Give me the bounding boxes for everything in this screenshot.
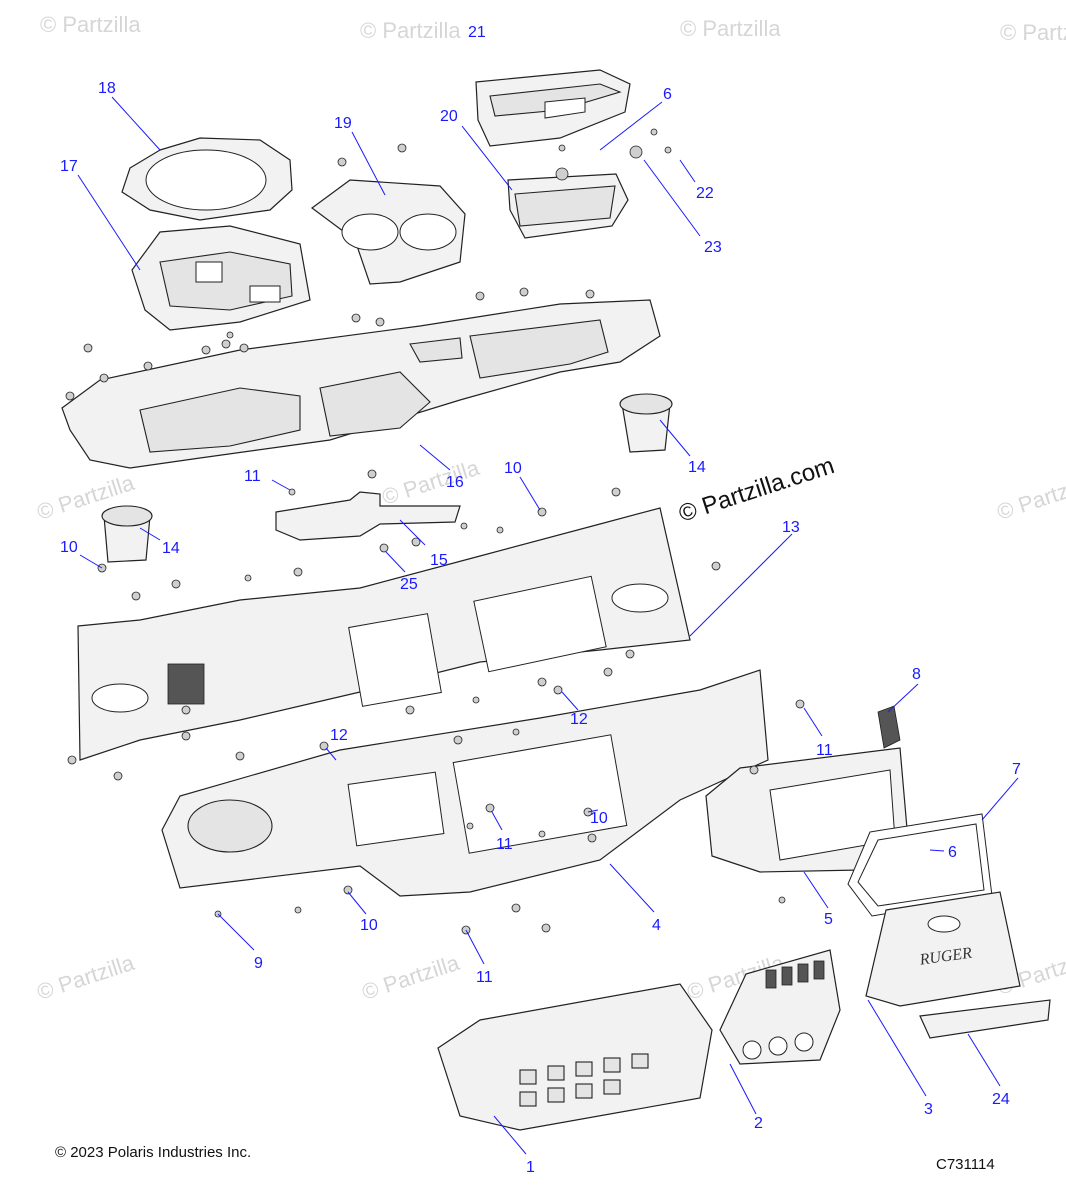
part-5-glovebox — [705, 747, 909, 873]
watermark: © Partzilla — [994, 470, 1066, 525]
part-14-cupholder-right — [619, 393, 673, 453]
callout-14: 14 — [162, 540, 180, 557]
callout-15: 15 — [430, 552, 448, 569]
callout-17: 17 — [60, 158, 78, 175]
watermark: © Partzilla — [1000, 20, 1066, 45]
watermark: © Partzilla — [680, 16, 781, 41]
callout-24: 24 — [992, 1091, 1010, 1108]
watermark: © Partzilla — [379, 455, 483, 510]
part-14-cupholder-left — [101, 505, 153, 563]
callout-16: 16 — [446, 474, 464, 491]
callout-23: 23 — [704, 239, 722, 256]
callout-13: 13 — [782, 519, 800, 536]
callout-6: 6 — [948, 844, 957, 861]
part-21-top-cover — [475, 69, 631, 147]
switch-grid — [519, 1053, 649, 1107]
callout-1: 1 — [526, 1159, 535, 1176]
part-3-door: RUGER — [865, 891, 1021, 1007]
callout-22: 22 — [696, 185, 714, 202]
diagram-code: C731114 — [936, 1156, 995, 1173]
callout-19: 19 — [334, 115, 352, 132]
callout-20: 20 — [440, 108, 458, 125]
part-18-cluster-bezel — [121, 137, 293, 221]
callout-11: 11 — [816, 742, 833, 759]
copyright: © 2023 Polaris Industries Inc. — [55, 1144, 252, 1161]
callouts: 21 18 6 19 20 17 22 23 14 11 10 16 14 10… — [60, 24, 1021, 1176]
part-17-cluster-mount — [131, 225, 311, 331]
part-8-latch — [877, 705, 901, 749]
part-4-lower-panel — [161, 669, 769, 897]
watermark: © Partzilla — [359, 950, 463, 1005]
callout-18: 18 — [98, 80, 116, 97]
callout-11: 11 — [476, 969, 493, 986]
part-24-trim — [919, 999, 1051, 1039]
callout-10: 10 — [60, 539, 78, 556]
callout-6: 6 — [663, 86, 672, 103]
callout-2: 2 — [754, 1115, 763, 1132]
callout-10: 10 — [504, 460, 522, 477]
callout-4: 4 — [652, 917, 661, 934]
watermark: © Partzilla — [40, 12, 141, 37]
callout-11: 11 — [496, 836, 513, 853]
watermark: © Partzilla — [34, 950, 138, 1005]
callout-14: 14 — [688, 459, 706, 476]
callout-12: 12 — [330, 727, 348, 744]
part-2-switch-panel — [719, 949, 841, 1065]
part-19-cupholder-tray — [310, 179, 466, 285]
part-15-bracket — [275, 491, 461, 541]
callout-12: 12 — [570, 711, 588, 728]
fasteners — [65, 128, 805, 935]
callout-7: 7 — [1012, 761, 1021, 778]
watermark: © Partzilla — [360, 18, 461, 43]
callout-10: 10 — [590, 810, 608, 827]
callout-21: 21 — [468, 24, 486, 41]
part-1-lower-panel — [437, 983, 713, 1131]
part-20-storage-tray — [507, 173, 629, 239]
callout-5: 5 — [824, 911, 833, 928]
part-16-upper-dash — [61, 299, 661, 469]
callout-9: 9 — [254, 955, 263, 972]
callout-10: 10 — [360, 917, 378, 934]
callout-8: 8 — [912, 666, 921, 683]
callout-11: 11 — [244, 468, 261, 485]
callout-3: 3 — [924, 1101, 933, 1118]
leader-lines — [77, 96, 1019, 1155]
callout-25: 25 — [400, 576, 418, 593]
part-7-gasket — [847, 813, 993, 917]
part-13-dash-frame — [77, 507, 691, 761]
